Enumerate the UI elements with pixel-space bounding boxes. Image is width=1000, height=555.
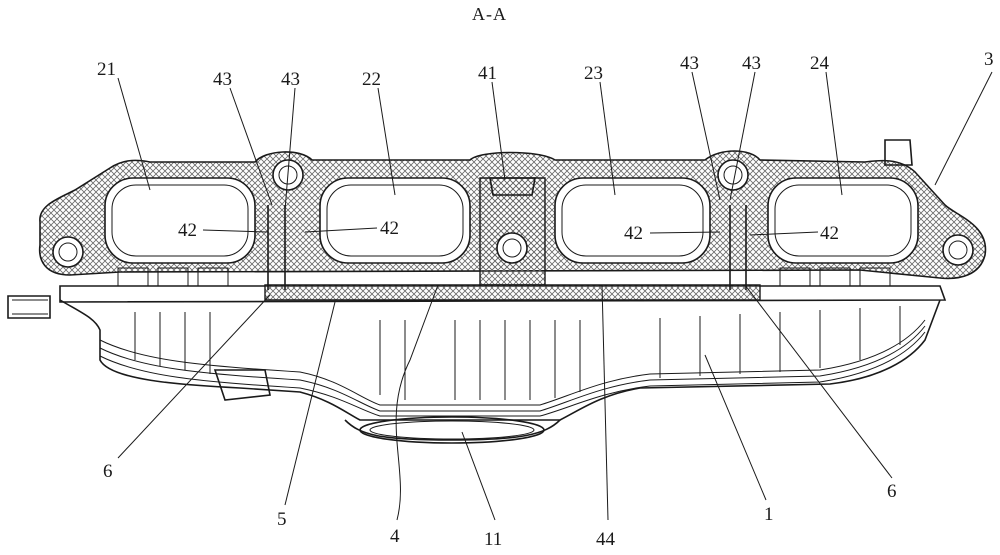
label-43-c: 43 <box>680 53 699 74</box>
ports <box>104 177 919 264</box>
label-6-left: 6 <box>103 461 113 482</box>
label-42-b: 42 <box>380 218 399 239</box>
port-21 <box>104 177 256 264</box>
label-3: 3 <box>984 49 994 70</box>
label-5: 5 <box>277 509 287 530</box>
label-42-d: 42 <box>820 223 839 244</box>
label-43-d: 43 <box>742 53 761 74</box>
label-1: 1 <box>764 504 774 525</box>
bolt-holes <box>52 159 974 268</box>
port-23 <box>554 177 711 264</box>
label-21: 21 <box>97 59 116 80</box>
label-24: 24 <box>810 53 830 74</box>
leader-lines <box>117 71 993 521</box>
label-42-a: 42 <box>178 220 197 241</box>
label-44: 44 <box>596 529 616 550</box>
label-41: 41 <box>478 63 497 84</box>
label-43-a: 43 <box>213 69 232 90</box>
port-24 <box>767 177 919 264</box>
label-22: 22 <box>362 69 381 90</box>
sensor-nub <box>884 139 913 166</box>
label-23: 23 <box>584 63 603 84</box>
label-11: 11 <box>484 529 502 550</box>
label-4: 4 <box>390 526 400 547</box>
label-43-b: 43 <box>281 69 300 90</box>
section-title: A-A <box>472 4 507 24</box>
partition-walls <box>267 205 747 290</box>
rib-blocks <box>117 267 891 287</box>
port-22 <box>319 177 471 264</box>
label-42-c: 42 <box>624 223 643 244</box>
label-6-right: 6 <box>887 481 897 502</box>
lower-body <box>7 285 947 444</box>
